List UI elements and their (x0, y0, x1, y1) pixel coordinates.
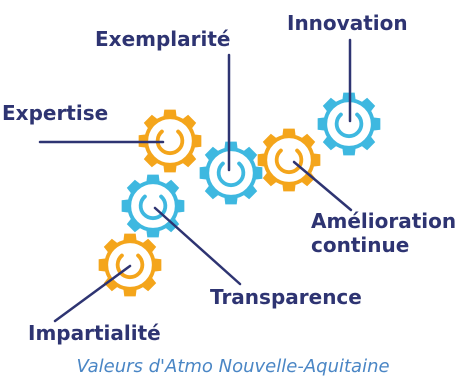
label-expertise: Expertise (2, 101, 108, 125)
gear-icon-amelioration (257, 128, 321, 192)
label-transparence: Transparence (210, 285, 362, 309)
figure-caption: Valeurs d'Atmo Nouvelle-Aquitaine (76, 356, 390, 377)
connector-amelioration (292, 160, 353, 212)
label-amelioration-line1: Amélioration (311, 209, 456, 233)
connector-transparence (153, 206, 242, 286)
gear-icon-impartialite (98, 233, 162, 297)
label-amelioration-line2: continue (311, 233, 409, 257)
label-impartialite: Impartialité (28, 321, 161, 345)
connector-impartialite (53, 264, 132, 323)
label-exemplarite: Exemplarité (95, 27, 230, 51)
gear-icon-transparence (121, 174, 185, 238)
gear-icon-exemplarite (199, 141, 263, 205)
label-innovation: Innovation (287, 11, 408, 35)
